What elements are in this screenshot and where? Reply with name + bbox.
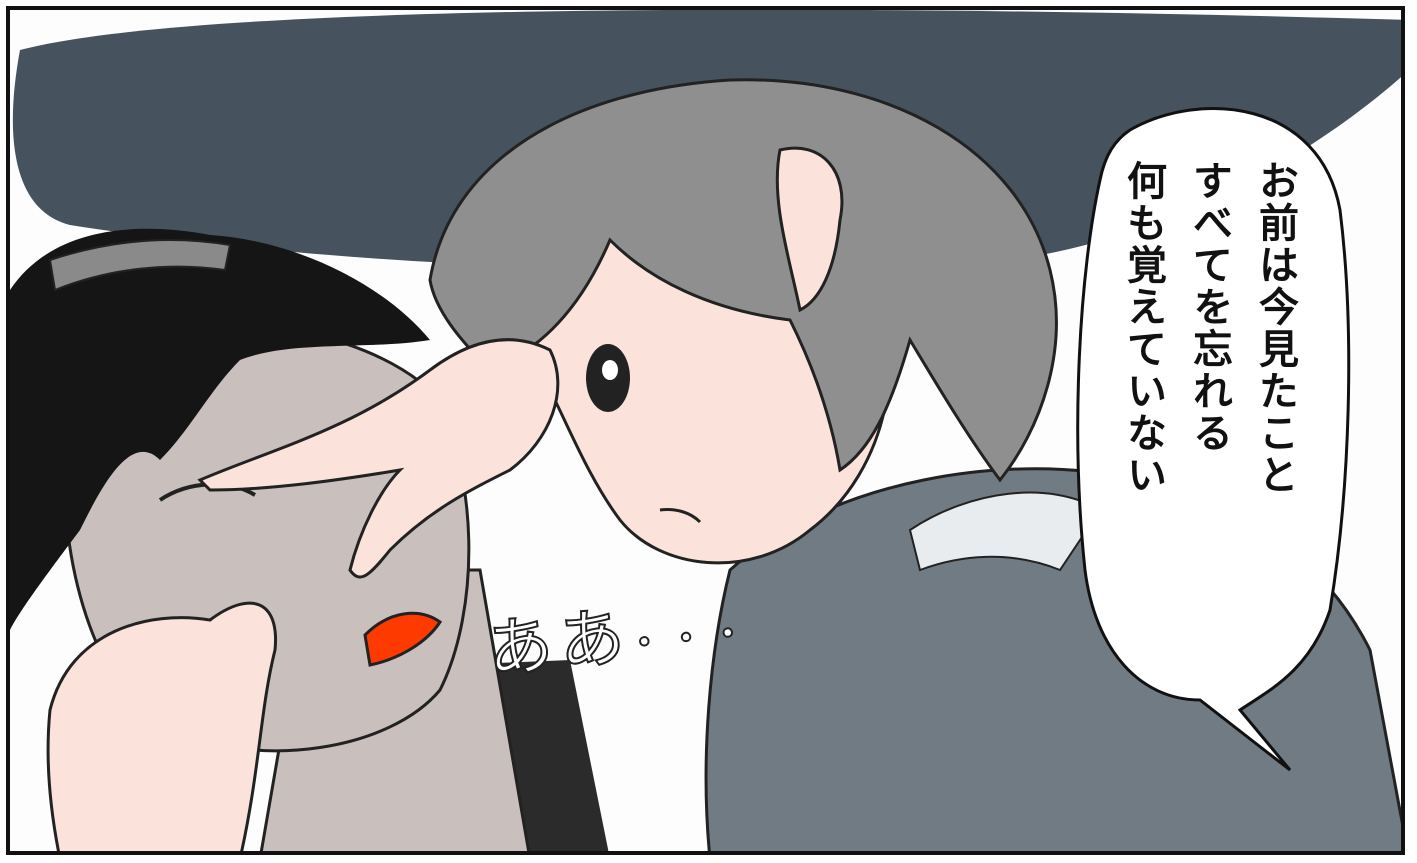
pointing-hand — [197, 338, 560, 579]
right-mouth — [659, 508, 702, 524]
speech-line-3: 何も覚えていない — [1120, 160, 1166, 496]
speech-bubble-text: お前は今見たこと すべてを忘れる 何も覚えていない — [1108, 160, 1308, 680]
speech-line-2: すべてを忘れる — [1186, 160, 1232, 454]
panel-illustration — [10, 10, 1401, 851]
left-mouth — [363, 611, 443, 667]
right-hair — [428, 78, 1058, 483]
left-hair — [10, 228, 430, 630]
sound-effect: ぁぁ・・・ — [473, 556, 766, 725]
sound-effect-text: ぁぁ — [474, 587, 629, 694]
right-ear — [775, 146, 844, 313]
speech-bubble-shape — [1076, 107, 1351, 772]
comic-panel: お前は今見たこと すべてを忘れる 何も覚えていない ぁぁ・・・ — [6, 6, 1405, 855]
left-headband — [48, 239, 232, 292]
left-hand — [46, 601, 278, 851]
speech-line-1: お前は今見たこと — [1252, 160, 1298, 496]
sound-effect-trail: ・・・ — [621, 609, 753, 670]
